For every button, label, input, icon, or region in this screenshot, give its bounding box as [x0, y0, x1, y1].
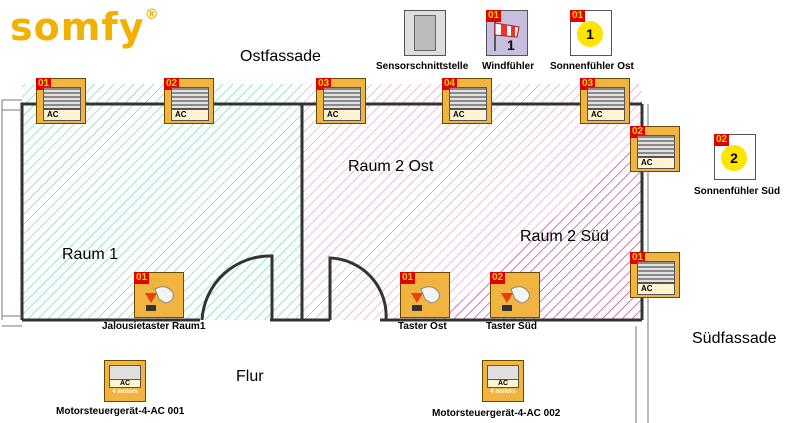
sun-sensor-east[interactable]: 01 1 — [570, 10, 612, 56]
motor-controller-002-label: Motorsteuergerät-4-AC 002 — [432, 408, 561, 419]
switch-number: 01 — [134, 272, 150, 284]
sensor-interface[interactable] — [404, 10, 446, 56]
wall-switch-icon — [501, 286, 530, 311]
motor-02-sued[interactable]: 02 AC — [630, 126, 680, 172]
somfy-logo: somfy® — [10, 8, 160, 46]
motor-controller-002[interactable]: AC 4 motors — [482, 360, 524, 402]
sun-sensor-east-number: 01 — [570, 10, 586, 22]
motor-ac-label: AC — [43, 109, 81, 121]
motor-ac-label: AC — [587, 109, 625, 121]
sun-icon: 1 — [577, 21, 603, 47]
wind-sensor-label: Windfühler — [482, 61, 535, 72]
sun-sensor-south[interactable]: 02 2 — [714, 134, 756, 180]
controller-motors-label: 4 motors — [490, 389, 516, 395]
sensor-interface-label: Sensorschnittstelle — [376, 61, 469, 72]
motor-03-ost[interactable]: 03 AC — [316, 78, 366, 124]
switch-number: 01 — [400, 272, 416, 284]
blind-icon — [637, 261, 675, 283]
blind-icon — [171, 87, 209, 109]
sun-sensor-south-label: Sonnenfühler Süd — [694, 186, 781, 197]
switch-sued-label: Taster Süd — [486, 321, 537, 332]
motor-03-ost-corner[interactable]: 03 AC — [580, 78, 630, 124]
wind-sensor-value: 1 — [507, 37, 515, 53]
switch-ost-label: Taster Ost — [398, 321, 447, 332]
motor-02-raum1[interactable]: 02 AC — [164, 78, 214, 124]
switch-sued[interactable]: 02 — [490, 272, 540, 318]
doors — [200, 254, 388, 321]
switch-number: 02 — [490, 272, 506, 284]
sun-sensor-east-value: 1 — [586, 26, 594, 42]
logo-text: somfy — [10, 5, 145, 49]
wind-sensor-number: 01 — [486, 10, 502, 22]
facade-south-label: Südfassade — [692, 330, 777, 347]
blind-icon — [449, 87, 487, 109]
motor-01-raum1[interactable]: 01 AC — [36, 78, 86, 124]
room1-label: Raum 1 — [62, 246, 119, 263]
windsock-icon — [494, 21, 520, 51]
wind-sensor[interactable]: 01 1 — [486, 10, 528, 56]
wall-switch-icon — [145, 286, 174, 311]
blind-icon — [587, 87, 625, 109]
blind-icon — [637, 135, 675, 157]
motor-01-sued[interactable]: 01 AC — [630, 252, 680, 298]
motor-ac-label: AC — [449, 109, 487, 121]
sun-sensor-east-label: Sonnenfühler Ost — [550, 61, 634, 72]
blind-icon — [323, 87, 361, 109]
facade-east-label: Ostfassade — [240, 48, 321, 65]
motor-ac-label: AC — [323, 109, 361, 121]
room2-south-label: Raum 2 Süd — [520, 228, 609, 245]
controller-motors-label: 4 motors — [112, 389, 138, 395]
sun-icon: 2 — [721, 145, 747, 171]
motor-ac-label: AC — [637, 283, 675, 295]
motor-04-ost[interactable]: 04 AC — [442, 78, 492, 124]
motor-controller-001[interactable]: AC 4 motors — [104, 360, 146, 402]
switch-ost[interactable]: 01 — [400, 272, 450, 318]
motor-ac-label: AC — [171, 109, 209, 121]
switch-raum1[interactable]: 01 — [134, 272, 184, 318]
room2-east-label: Raum 2 Ost — [348, 158, 434, 175]
motor-ac-label: AC — [637, 157, 675, 169]
blind-icon — [43, 87, 81, 109]
registered-mark: ® — [144, 7, 160, 23]
motor-controller-001-label: Motorsteuergerät-4-AC 001 — [56, 406, 185, 417]
wall-switch-icon — [411, 286, 440, 311]
sensor-interface-icon — [414, 15, 436, 51]
sun-sensor-south-number: 02 — [714, 134, 730, 146]
controller-ac-label: AC — [109, 379, 141, 388]
sun-sensor-south-value: 2 — [730, 150, 738, 166]
switch-raum1-label: Jalousietaster Raum1 — [102, 321, 206, 332]
hallway-label: Flur — [236, 368, 264, 385]
controller-ac-label: AC — [487, 379, 519, 388]
